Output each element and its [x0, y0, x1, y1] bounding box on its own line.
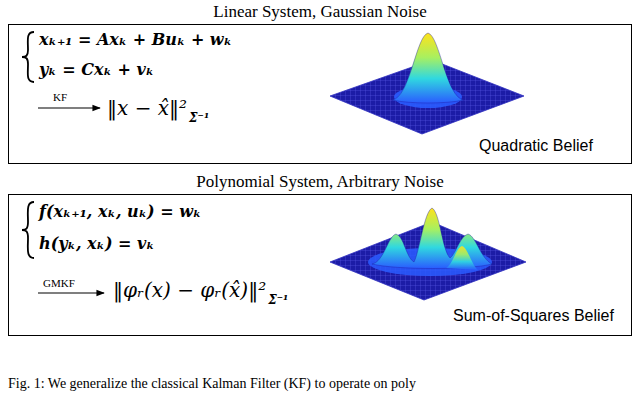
measurement-equation: h(yₖ, xₖ) = vₖ — [39, 235, 155, 253]
belief-norm: ‖x − x̂‖² — [107, 97, 187, 120]
norm-weight-subscript: Σ⁻¹ — [189, 112, 209, 126]
belief-norm: ‖φᵣ(x) − φᵣ(x̂)‖² — [113, 279, 266, 302]
panel-box: Polynomial System, Arbitrary Noisef(xₖ₊₁… — [8, 194, 632, 336]
measurement-equation: yₖ = Cxₖ + vₖ — [39, 61, 154, 79]
belief-label: Sum-of-Squares Belief — [453, 307, 614, 325]
state-equation: f(xₖ₊₁, xₖ, uₖ) = wₖ — [39, 203, 201, 221]
gaussian-peak — [392, 33, 464, 103]
section-heading: Linear System, Gaussian Noise — [9, 2, 631, 22]
filter-label: KF — [53, 91, 67, 104]
belief-label: Quadratic Belief — [479, 137, 593, 155]
filter-arrow — [38, 107, 100, 108]
filter-label: GMKF — [43, 277, 75, 290]
figure-caption: Fig. 1: We generalize the classical Kalm… — [8, 376, 416, 392]
panel-box: Linear System, Gaussian Noisexₖ₊₁ = Axₖ … — [8, 24, 632, 164]
sos-peaks — [372, 208, 492, 269]
equation-brace — [22, 32, 34, 82]
section-heading: Polynomial System, Arbitrary Noise — [9, 172, 631, 192]
state-equation: xₖ₊₁ = Axₖ + Buₖ + wₖ — [39, 31, 232, 49]
equation-brace — [22, 202, 34, 258]
filter-arrow — [38, 292, 104, 293]
sos-peaks — [446, 246, 478, 270]
norm-weight-subscript: Σ⁻¹ — [268, 294, 288, 308]
